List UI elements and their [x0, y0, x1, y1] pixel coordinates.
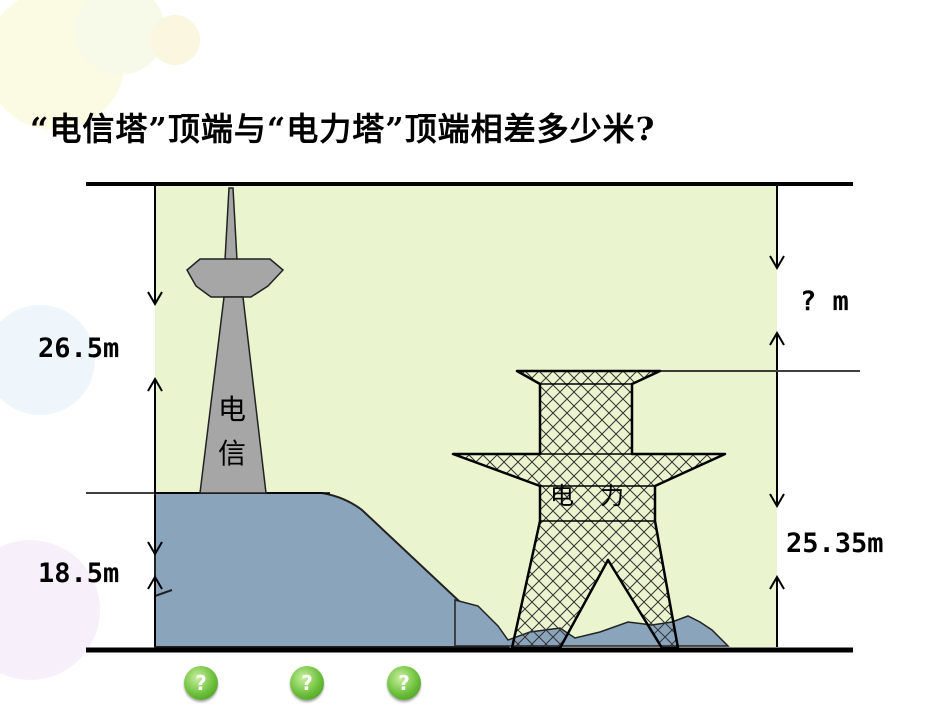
question-button-3[interactable]: ?	[387, 666, 421, 700]
power-dimension-arrows	[769, 186, 785, 647]
label-telecom-lower: 18.5m	[38, 558, 120, 589]
telecom-tower	[186, 187, 285, 494]
telecom-char-2: 信	[218, 437, 247, 470]
label-unknown-difference: ? m	[800, 286, 849, 317]
power-char-2: 力	[600, 482, 624, 510]
telecom-dimension-arrows	[147, 186, 163, 646]
power-tower	[451, 369, 727, 650]
background-decoration	[0, 0, 200, 680]
telecom-char-1: 电	[218, 393, 247, 426]
question-button-2[interactable]: ?	[290, 666, 324, 700]
label-power-height: 25.35m	[786, 528, 884, 559]
label-telecom-upper: 26.5m	[38, 333, 120, 364]
power-char-1: 电	[550, 482, 574, 510]
page-title: “电信塔”顶端与“电力塔”顶端相差多少米?	[30, 110, 656, 148]
question-button-1[interactable]: ?	[184, 666, 218, 700]
